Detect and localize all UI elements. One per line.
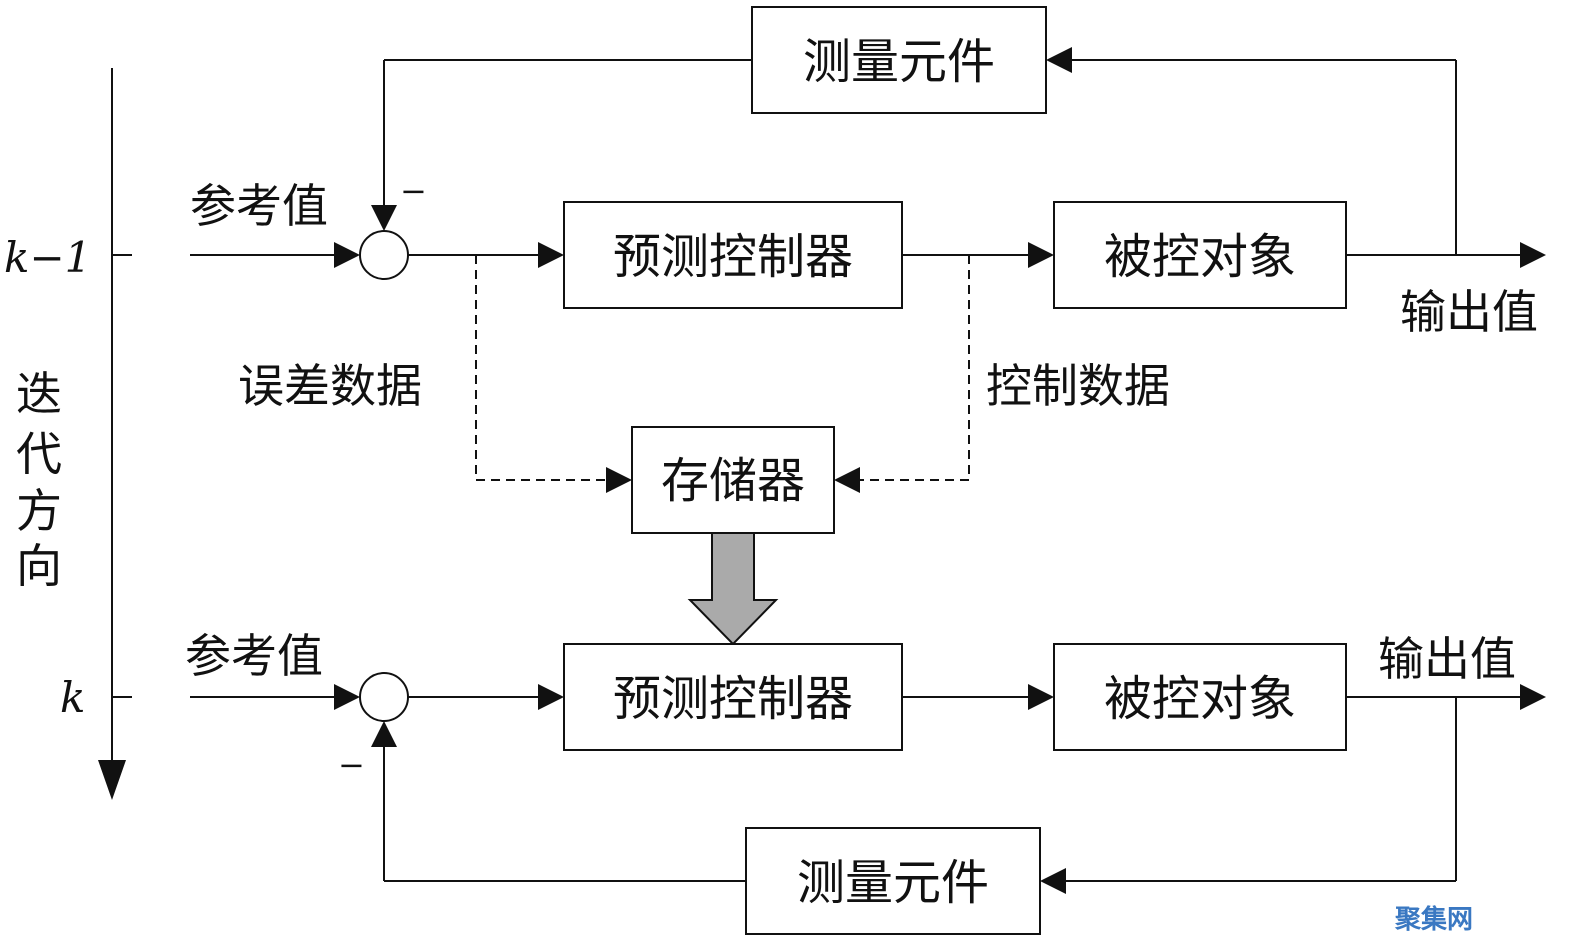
top-output-arrowhead [1520, 242, 1546, 268]
bottom-output-label: 输出值 [1378, 632, 1516, 686]
bottom-plant-box [1053, 643, 1347, 751]
control-data-label: 控制数据 [986, 359, 1170, 413]
memory-box [631, 426, 835, 534]
bottom-summing-junction [359, 672, 409, 722]
top-plant-label: 被控对象 [1104, 229, 1296, 285]
control-data-arrowhead [834, 467, 860, 493]
top-reference-arrowhead [334, 242, 360, 268]
watermark-logo: 聚集网 [1394, 904, 1473, 935]
top-sensor-box [751, 6, 1047, 114]
top-controller-input-arrowhead [538, 242, 564, 268]
top-summing-junction [359, 230, 409, 280]
k-minus-1-label: k−1 [4, 233, 91, 282]
memory-transfer-arrow [687, 532, 779, 646]
bottom-controller-box [563, 643, 903, 751]
top-controller-label: 预测控制器 [613, 229, 853, 285]
bottom-controller-input-arrowhead [538, 684, 564, 710]
top-reference-label: 参考值 [190, 179, 328, 233]
top-feedback-arrowhead [371, 205, 397, 231]
iteration-direction-char-3: 方 [16, 484, 62, 538]
bottom-sensor-box [745, 827, 1041, 935]
bottom-plant-input-arrowhead [1028, 684, 1054, 710]
bottom-sensor-label: 测量元件 [797, 855, 989, 911]
top-sensor-label: 测量元件 [803, 34, 995, 90]
bottom-reference-arrowhead [334, 684, 360, 710]
top-plant-input-arrowhead [1028, 242, 1054, 268]
k-label: k [60, 673, 85, 722]
error-data-arrowhead [606, 467, 632, 493]
top-minus-sign: − [400, 172, 427, 210]
top-output-label: 输出值 [1400, 285, 1538, 339]
top-sensor-input-arrowhead [1046, 47, 1072, 73]
iteration-direction-char-4: 向 [16, 539, 62, 593]
bottom-output-arrowhead [1520, 684, 1546, 710]
error-data-path [475, 255, 608, 481]
bottom-reference-label: 参考值 [185, 629, 323, 683]
control-data-path [858, 255, 970, 481]
top-controller-box [563, 201, 903, 309]
memory-label: 存储器 [661, 453, 805, 509]
bottom-feedback-arrowhead [371, 721, 397, 747]
iteration-direction-char-2: 代 [16, 427, 62, 481]
bottom-minus-sign: − [338, 746, 365, 784]
iteration-direction-char-1: 迭 [16, 367, 62, 421]
bottom-sensor-input-arrowhead [1040, 868, 1066, 894]
bottom-plant-label: 被控对象 [1104, 671, 1296, 727]
bottom-controller-label: 预测控制器 [613, 671, 853, 727]
iteration-axis-arrowhead [98, 760, 126, 800]
error-data-label: 误差数据 [238, 359, 422, 413]
